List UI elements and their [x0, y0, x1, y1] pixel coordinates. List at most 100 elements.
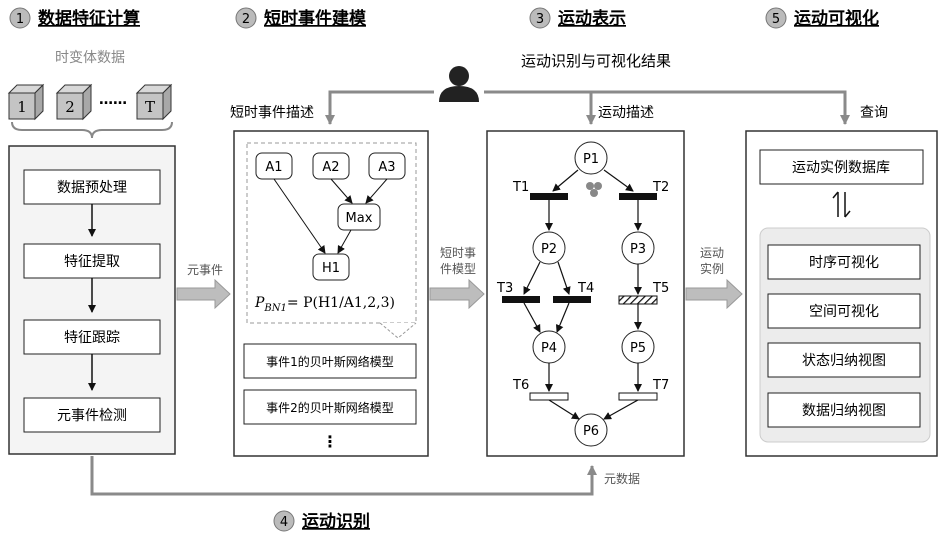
section-5-header: 5 运动可视化	[765, 7, 879, 29]
pipeline-step-4-label: 元事件检测	[57, 408, 127, 424]
petri-arcs	[523, 169, 642, 420]
pipeline-step-3-label: 特征跟踪	[64, 330, 120, 346]
cube-ellipsis: ……	[99, 92, 127, 108]
view-spatial[interactable]: 空间可视化	[767, 293, 921, 329]
section-1-header: 1 数据特征计算	[9, 7, 140, 29]
svg-text:P6: P6	[583, 424, 599, 439]
user-icon	[439, 66, 479, 102]
cube-1: 1	[7, 83, 45, 121]
svg-text:元数据: 元数据	[604, 471, 640, 486]
cube-2: 2	[55, 83, 93, 121]
svg-text:元事件: 元事件	[187, 263, 223, 277]
section-2-title: 短时事件建模	[264, 8, 367, 29]
svg-text:运动实例数据库: 运动实例数据库	[792, 160, 890, 176]
svg-text:P4: P4	[541, 341, 557, 356]
section-3-title: 运动表示	[558, 8, 626, 29]
section-5-number: 5	[772, 12, 780, 27]
feedback-short-desc-label: 短时事件描述	[230, 105, 314, 121]
pipeline-step-2-label: 特征提取	[64, 254, 120, 270]
view-data-summary[interactable]: 数据归纳视图	[767, 392, 921, 428]
svg-text:空间可视化: 空间可视化	[809, 304, 879, 320]
place-p5: P5	[621, 330, 655, 364]
svg-text:A1: A1	[265, 160, 282, 175]
bayes-model-1: 事件1的贝叶斯网络模型	[243, 343, 417, 379]
feedback-motion-desc-label: 运动描述	[598, 105, 654, 121]
svg-text:T1: T1	[512, 180, 529, 195]
section-4-title: 运动识别	[302, 512, 370, 532]
place-p3: P3	[621, 231, 655, 265]
svg-text:A2: A2	[322, 160, 339, 175]
pipeline-step-3: 特征跟踪	[23, 319, 161, 355]
svg-text:短时事: 短时事	[440, 246, 476, 260]
svg-text:P5: P5	[630, 341, 646, 356]
svg-text:H1: H1	[322, 261, 340, 276]
svg-text:A3: A3	[378, 160, 395, 175]
feedback-query-label: 查询	[860, 105, 888, 121]
time-series-label: 时变体数据	[55, 50, 125, 66]
cube-brace	[11, 121, 173, 139]
cube-1-label: 1	[17, 98, 27, 116]
svg-text:P2: P2	[541, 242, 557, 257]
arrow-meta-event: 元事件	[176, 263, 231, 310]
bayes-model-2: 事件2的贝叶斯网络模型	[243, 389, 417, 425]
section-2-number: 2	[242, 12, 250, 27]
bayes-node-a3: A3	[368, 152, 406, 180]
svg-text:T5: T5	[652, 281, 669, 296]
section-1-number: 1	[16, 12, 24, 27]
transition-t2: T2	[619, 180, 669, 200]
bayes-more-ellipsis: ⋮	[322, 432, 338, 451]
place-p4: P4	[532, 330, 566, 364]
callout-pointer	[379, 322, 417, 339]
transition-t3: T3	[496, 281, 540, 303]
bayes-network-area	[246, 142, 417, 324]
section-1-title: 数据特征计算	[38, 8, 140, 29]
panel-motion-representation	[486, 130, 685, 457]
section-5-title: 运动可视化	[794, 8, 879, 29]
pipeline-step-4: 元事件检测	[23, 397, 161, 433]
place-p2: P2	[532, 231, 566, 265]
motion-instance-db: 运动实例数据库	[759, 149, 924, 185]
feedback-arrows	[325, 90, 850, 125]
svg-text:状态归纳视图: 状态归纳视图	[802, 352, 886, 369]
view-state-summary[interactable]: 状态归纳视图	[767, 342, 921, 378]
svg-text:T4: T4	[577, 281, 594, 296]
transition-t4: T4	[553, 281, 594, 303]
meta-data-loop: 元数据	[90, 456, 640, 496]
svg-text:件模型: 件模型	[440, 262, 476, 276]
arrow-short-event-model: 短时事 件模型	[429, 246, 485, 310]
feedback-result-label: 运动识别与可视化结果	[521, 52, 671, 70]
svg-text:Max: Max	[346, 211, 373, 226]
svg-text:数据归纳视图: 数据归纳视图	[802, 402, 886, 419]
pipeline-step-1-label: 数据预处理	[57, 180, 127, 196]
transition-t1: T1	[512, 180, 568, 200]
view-temporal[interactable]: 时序可视化	[767, 244, 921, 280]
bayes-formula: PBN1= P(H1/A1,2,3)	[254, 295, 395, 314]
svg-text:T3: T3	[496, 281, 513, 296]
svg-text:运动: 运动	[700, 246, 724, 260]
bayes-model-1-label: 事件1的贝叶斯网络模型	[266, 354, 394, 369]
bayes-node-h1: H1	[312, 253, 350, 281]
section-3-number: 3	[536, 12, 544, 27]
pipeline-step-1: 数据预处理	[23, 169, 161, 205]
pipeline-step-2: 特征提取	[23, 243, 161, 279]
section-3-header: 3 运动表示	[529, 7, 626, 29]
cube-2-label: 2	[65, 98, 75, 116]
bayes-model-2-label: 事件2的贝叶斯网络模型	[266, 400, 394, 415]
bayes-node-a1: A1	[255, 152, 293, 180]
svg-text:T7: T7	[652, 378, 669, 393]
bayes-node-max: Max	[337, 203, 381, 231]
petri-tokens	[586, 182, 602, 197]
db-sync-icon	[832, 191, 851, 218]
cube-t: T	[135, 83, 173, 121]
svg-text:P3: P3	[630, 242, 646, 257]
arrow-motion-instance: 运动 实例	[685, 246, 743, 310]
cube-t-label: T	[145, 98, 155, 116]
svg-text:T2: T2	[652, 180, 669, 195]
section-4-header: 4 运动识别	[273, 510, 370, 532]
bayes-node-a2: A2	[312, 152, 350, 180]
svg-text:实例: 实例	[700, 261, 724, 276]
svg-text:T6: T6	[512, 378, 529, 393]
place-p6: P6	[574, 413, 608, 447]
place-p1: P1	[574, 141, 608, 175]
